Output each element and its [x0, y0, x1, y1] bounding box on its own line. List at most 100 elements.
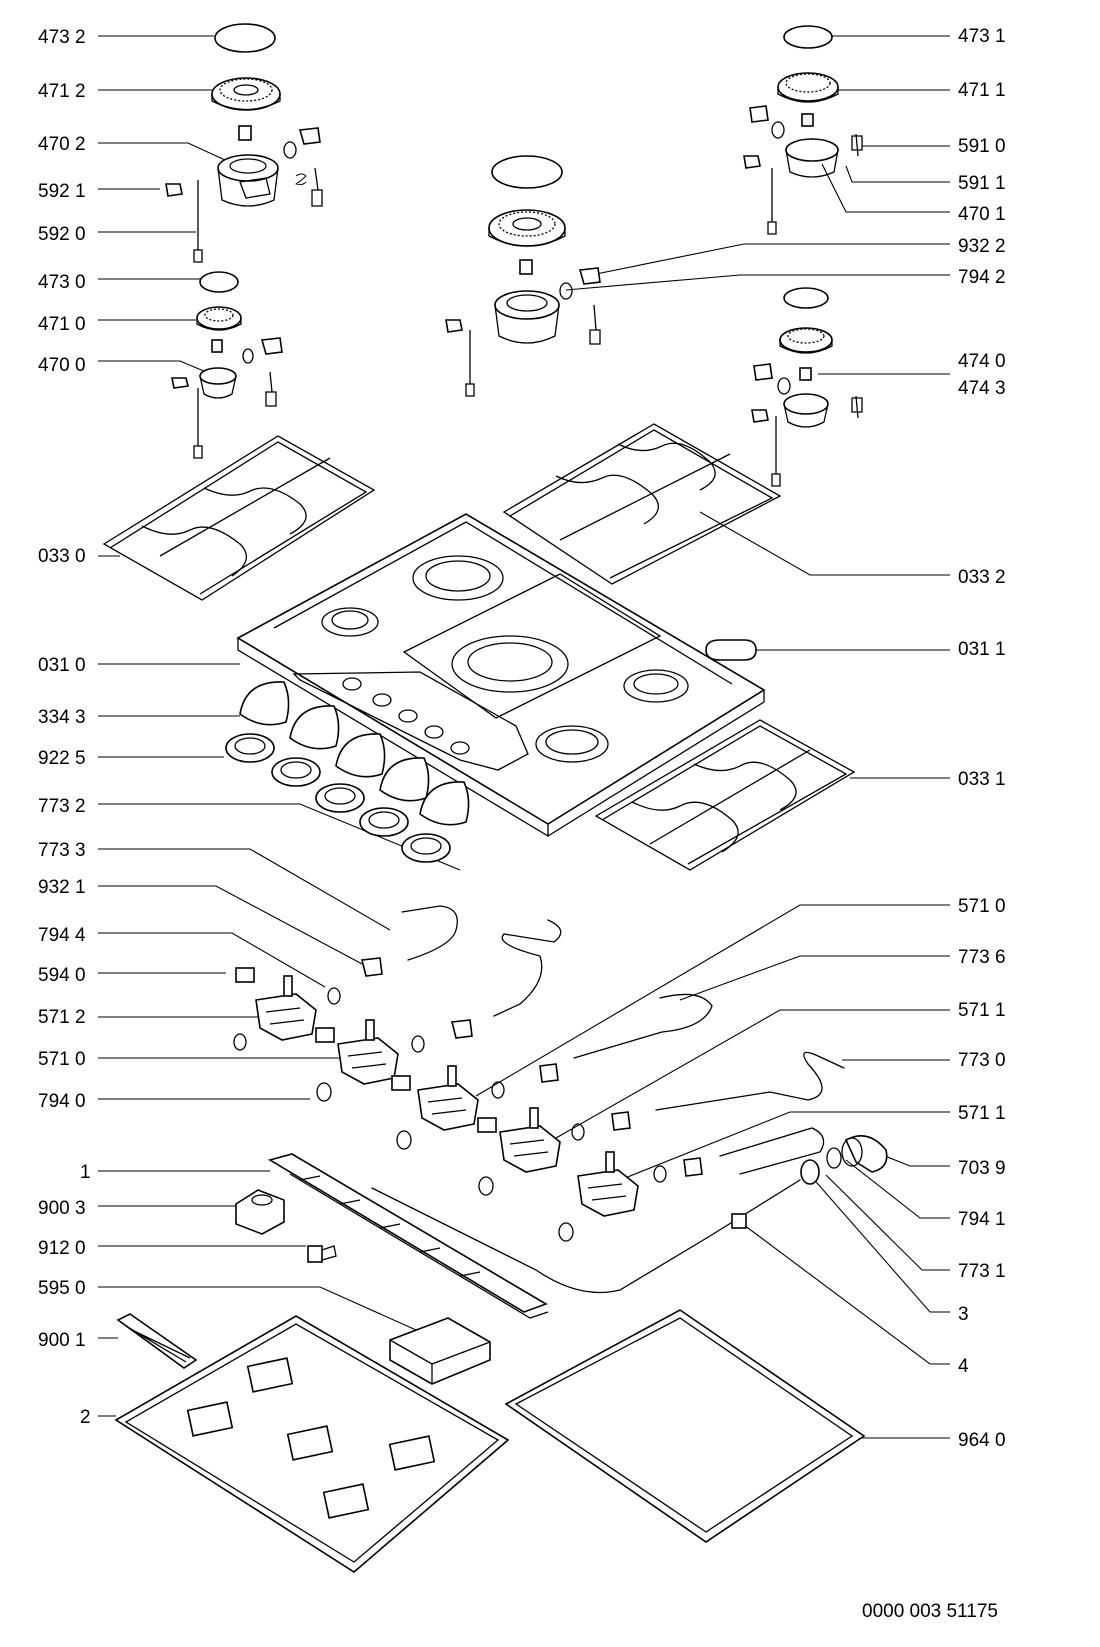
label-794-4: 794 4 [38, 925, 86, 946]
label-4: 4 [958, 1356, 969, 1377]
valve-571-1-lower [577, 1151, 667, 1217]
injector-474-0 [799, 367, 812, 381]
washers-794-0 [316, 1082, 574, 1242]
leader-lines [98, 35, 950, 1439]
thermocouple [767, 168, 777, 235]
label-571-1-lower: 571 1 [958, 1103, 1006, 1124]
label-031-1: 031 1 [958, 639, 1006, 660]
label-922-5: 922 5 [38, 748, 86, 769]
pipe-773-0 [655, 1051, 845, 1111]
thermocouple [193, 388, 203, 459]
clamp-4 [731, 1213, 747, 1229]
valve-571-0-left [233, 1019, 425, 1085]
label-031-0: 031 0 [38, 655, 86, 676]
flame-spreader-471-2 [211, 77, 281, 111]
burner-cap-473-2 [214, 23, 276, 53]
label-773-2: 773 2 [38, 796, 86, 817]
label-592-0: 592 0 [38, 224, 86, 245]
label-595-0: 595 0 [38, 1278, 86, 1299]
label-033-1: 033 1 [958, 769, 1006, 790]
pipe-773-6 [573, 993, 713, 1059]
label-591-0: 591 0 [958, 136, 1006, 157]
seal-ring [777, 377, 791, 395]
label-571-2: 571 2 [38, 1007, 86, 1028]
label-794-2: 794 2 [958, 267, 1006, 288]
pipe-773-3 [401, 905, 458, 961]
cooktop-031-0 [236, 513, 766, 838]
screw-912-0 [307, 1245, 337, 1263]
label-900-3: 900 3 [38, 1198, 86, 1219]
label-571-0-right: 571 0 [958, 896, 1006, 917]
label-474-0: 474 0 [958, 351, 1006, 372]
bracket-900-1 [116, 1313, 198, 1369]
label-592-1: 592 1 [38, 181, 86, 202]
label-1: 1 [80, 1162, 91, 1183]
seal-ring [771, 121, 785, 139]
spark-plug [589, 304, 601, 345]
label-912-0: 912 0 [38, 1238, 86, 1259]
label-3: 3 [958, 1304, 969, 1325]
flame-spreader [488, 209, 566, 247]
knob-covers-334-3 [239, 681, 470, 826]
seal-ring [242, 348, 254, 364]
burner-top-right [743, 25, 863, 235]
burner-top-left [165, 23, 323, 263]
label-2: 2 [80, 1407, 91, 1428]
burner-cap [783, 287, 829, 309]
valve-571-1-upper [477, 1107, 585, 1173]
left-labels: 473 2 471 2 470 2 592 1 592 0 473 0 471 … [38, 27, 91, 1428]
burner-body-470-2 [217, 154, 279, 207]
injector [238, 125, 252, 141]
valve-571-2 [235, 967, 341, 1041]
control-panel-strip [292, 671, 529, 771]
right-labels: 473 1 471 1 591 0 591 1 470 1 932 2 794 … [958, 26, 1006, 1451]
cover-031-1 [705, 639, 757, 661]
label-571-0-left: 571 0 [38, 1049, 86, 1070]
label-471-1: 471 1 [958, 80, 1006, 101]
label-794-0: 794 0 [38, 1091, 86, 1112]
spark-plug [851, 395, 863, 419]
burner-body-470-1 [785, 138, 839, 178]
spark-plug [311, 167, 323, 207]
gas-valves [233, 957, 703, 1242]
connector-703-9 [841, 1134, 888, 1173]
label-932-2: 932 2 [958, 236, 1006, 257]
label-474-3: 474 3 [958, 378, 1006, 399]
spark-plug [265, 371, 277, 407]
burner-cap [491, 155, 563, 189]
ignition-module-595-0 [389, 1317, 491, 1385]
flame-spreader-471-0 [196, 306, 242, 331]
label-473-2: 473 2 [38, 27, 86, 48]
gas-pipes [371, 905, 845, 1294]
clip-icon [298, 127, 321, 145]
burner-right [751, 287, 863, 487]
label-473-0: 473 0 [38, 272, 86, 293]
pan-support-033-0 [102, 435, 376, 601]
label-470-1: 470 1 [958, 204, 1006, 225]
label-964-0: 964 0 [958, 1430, 1006, 1451]
base-tray-2 [114, 1315, 510, 1573]
label-033-2: 033 2 [958, 567, 1006, 588]
label-571-1-upper: 571 1 [958, 1000, 1006, 1021]
burner-center-large [445, 155, 601, 397]
label-773-6: 773 6 [958, 947, 1006, 968]
clip-932-2 [578, 267, 601, 285]
clip-icon [753, 363, 773, 381]
drawing-code: 0000 003 51175 [862, 1601, 998, 1622]
thermocouple-592-0 [193, 180, 203, 263]
flame-spreader-471-1 [777, 72, 839, 103]
burner-body [494, 290, 560, 344]
injector [519, 259, 533, 275]
pipe-773-1 [719, 1127, 825, 1175]
gasket-964-0 [504, 1309, 866, 1543]
injector [801, 113, 814, 127]
label-703-9: 703 9 [958, 1158, 1006, 1179]
ignition-clip [743, 155, 761, 169]
ignition-clip-592-1 [165, 183, 183, 197]
rail-1 [267, 1153, 549, 1319]
burner-body-470-0 [199, 367, 237, 399]
pan-support-033-1 [594, 719, 856, 871]
flame-spreader [779, 327, 833, 354]
clip-icon [260, 337, 283, 355]
